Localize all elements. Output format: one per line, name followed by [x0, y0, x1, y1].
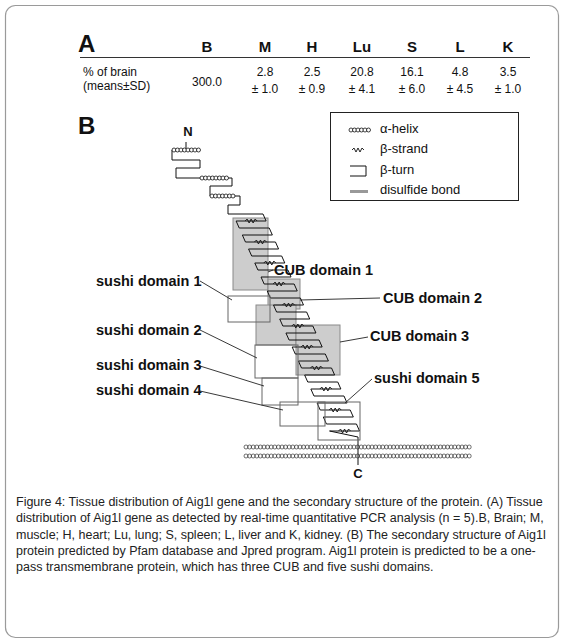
legend-symbols [349, 128, 371, 193]
sushi-domain-box [318, 402, 360, 440]
table-cell: ± 4.1 [349, 83, 376, 97]
table-cell: 2.5 [304, 66, 321, 80]
leader-lines [200, 270, 380, 410]
table-cell: ± 1.0 [252, 83, 279, 97]
domain-label: sushi domain 1 [96, 273, 202, 290]
table-rule [80, 57, 530, 58]
table-cell: ± 4.5 [447, 83, 474, 97]
terminus-label: C [353, 467, 362, 482]
legend-text: α-helix [380, 122, 419, 137]
domain-label: sushi domain 3 [96, 357, 202, 374]
helix-symbol [367, 128, 371, 132]
column-header: K [503, 38, 514, 55]
domain-label: sushi domain 5 [374, 370, 480, 387]
column-header: B [202, 38, 213, 55]
strand-segments [245, 219, 350, 433]
panel-letter: A [78, 30, 95, 58]
table-cell: ± 1.0 [495, 83, 522, 97]
leader-line [300, 298, 380, 300]
figure-frame [6, 6, 559, 638]
column-header: Lu [353, 38, 371, 55]
column-header: H [307, 38, 318, 55]
table-cell: 4.8 [452, 66, 469, 80]
table-cell: 300.0 [192, 76, 222, 90]
protein-backbone [172, 142, 360, 465]
leader-line [200, 366, 264, 386]
leader-line [345, 379, 372, 403]
leader-line [200, 330, 257, 358]
legend-box [331, 113, 519, 201]
table-cell: 16.1 [400, 66, 423, 80]
disulfide-symbol [350, 190, 368, 193]
leader-line [200, 391, 283, 410]
row-header: % of brain (means±SD) [83, 66, 165, 94]
table-cell: ± 6.0 [399, 83, 426, 97]
legend-text: β-strand [380, 142, 428, 157]
leader-line [340, 337, 368, 342]
sushi-domain-box [255, 345, 298, 378]
strand-symbol [352, 148, 364, 152]
sushi-domain-box [262, 378, 298, 405]
legend-text: β-turn [380, 163, 414, 178]
table-cell: 3.5 [500, 66, 517, 80]
terminus-label: N [183, 125, 192, 140]
panel-letter: B [78, 112, 95, 140]
domain-label: sushi domain 2 [96, 322, 202, 339]
sushi-domain-outlines [228, 296, 360, 440]
domain-label: sushi domain 4 [96, 382, 202, 399]
table-cell: ± 0.9 [299, 83, 326, 97]
column-header: L [455, 38, 464, 55]
column-header: S [407, 38, 417, 55]
domain-label: CUB domain 1 [274, 262, 373, 279]
table-cell: 2.8 [257, 66, 274, 80]
column-header: M [259, 38, 272, 55]
domain-label: CUB domain 3 [370, 328, 469, 345]
turn-symbol [350, 166, 366, 176]
helix-segments [172, 148, 235, 198]
table-cell: 20.8 [350, 66, 373, 80]
leader-line [268, 270, 273, 272]
figure-caption: Figure 4: Tissue distribution of Aig1l g… [16, 494, 548, 575]
legend-text: disulfide bond [380, 183, 460, 198]
leader-line [200, 281, 232, 300]
sushi-domain-box [228, 296, 270, 322]
domain-label: CUB domain 2 [383, 290, 482, 307]
